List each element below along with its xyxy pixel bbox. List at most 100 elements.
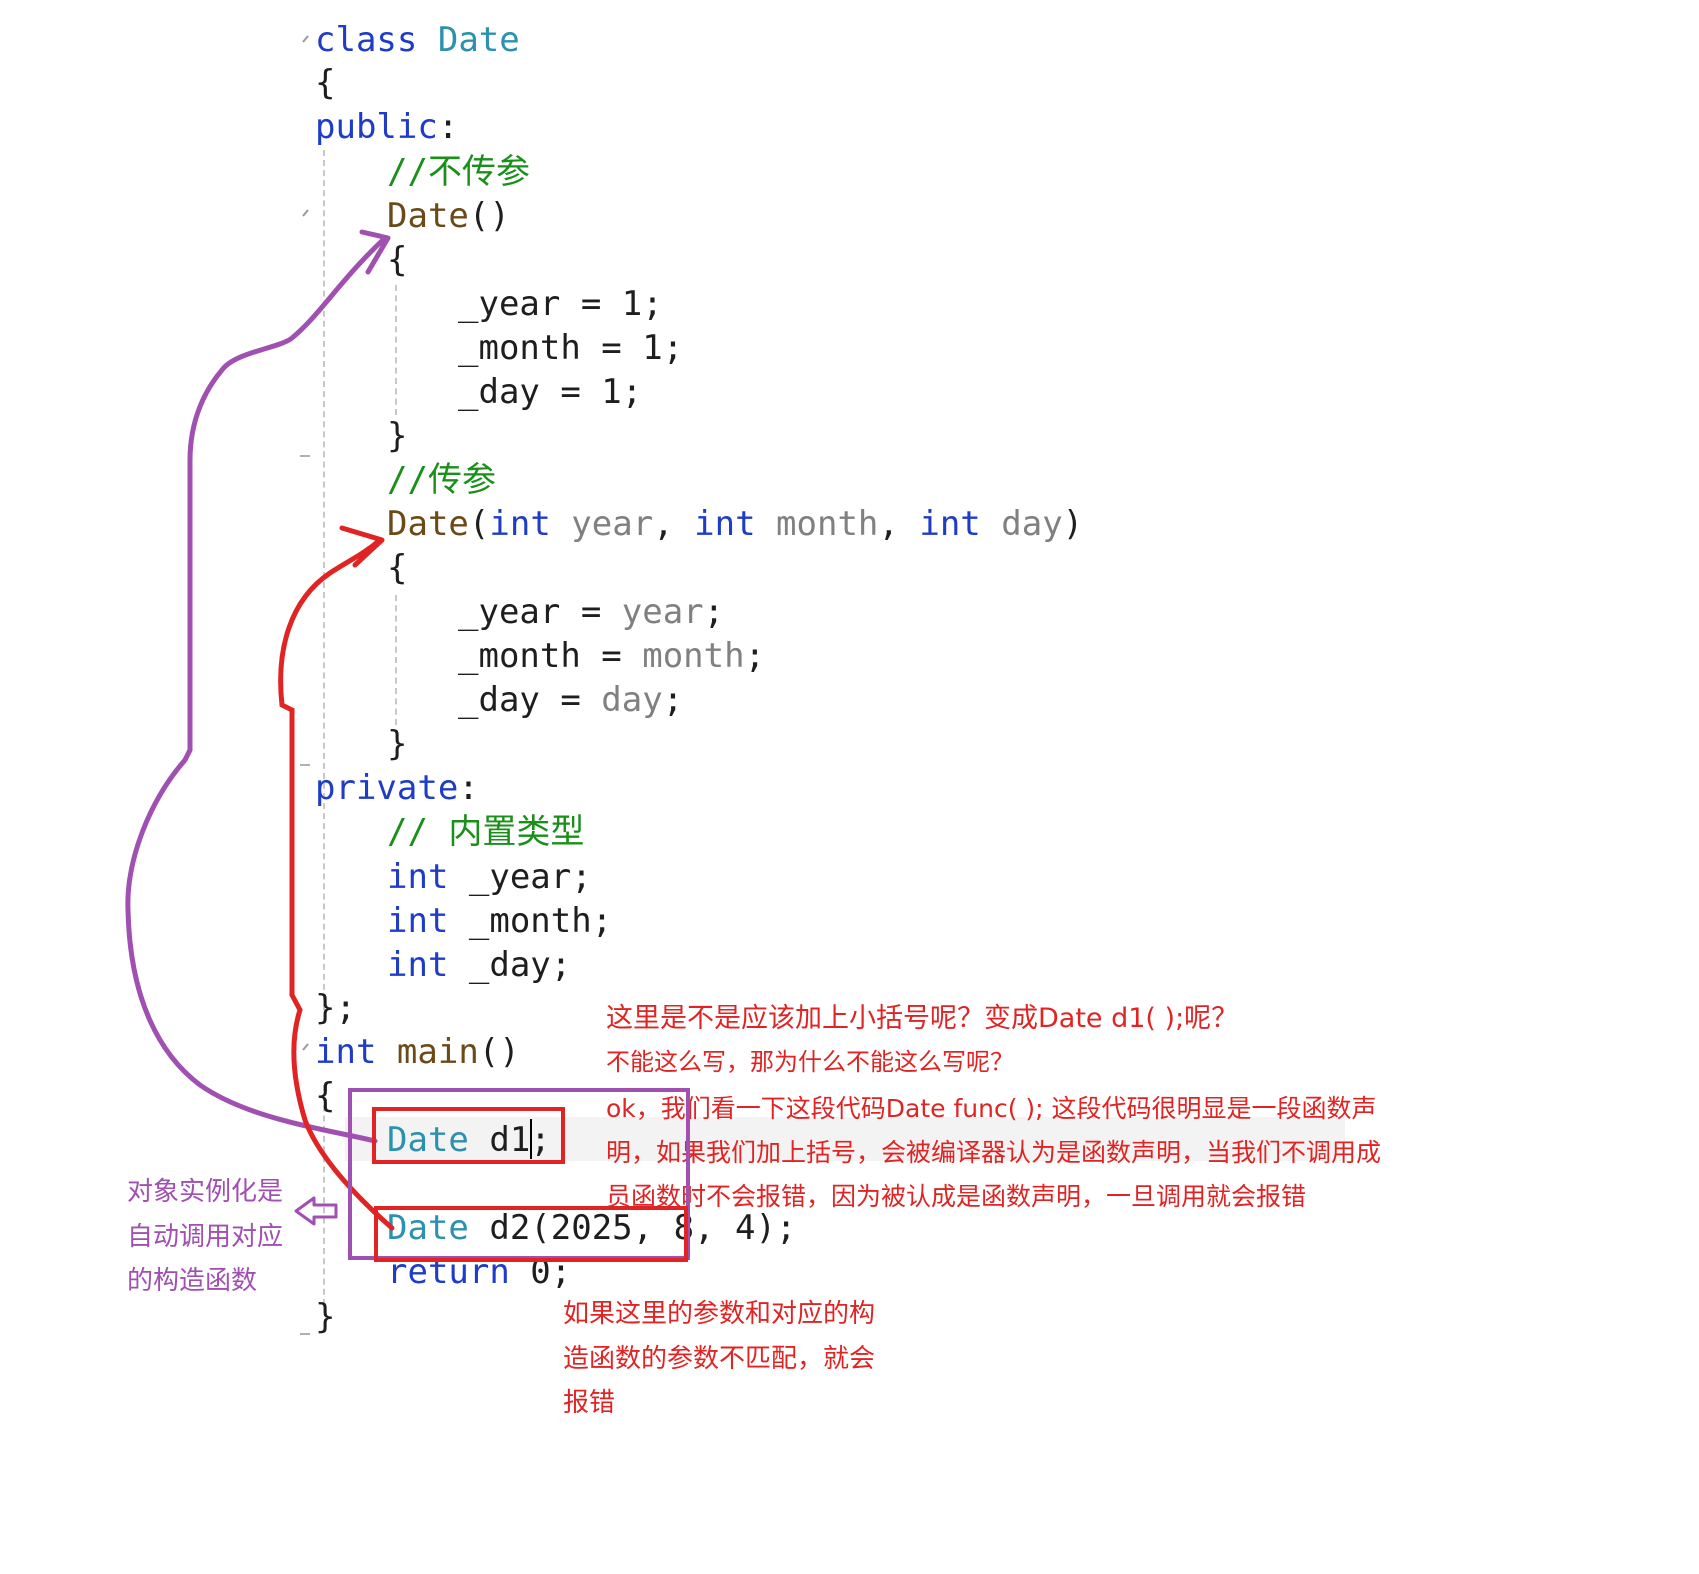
code-line[interactable]: }: [387, 416, 407, 456]
code-token: _year =: [458, 592, 622, 632]
code-token: {: [315, 63, 336, 103]
code-token: {: [387, 548, 408, 588]
fold-marker[interactable]: [300, 764, 310, 766]
code-token: (): [468, 196, 510, 236]
purple-arrow-curve: [125, 235, 388, 1144]
note-instantiate-2: 自动调用对应: [127, 1222, 284, 1252]
fold-marker[interactable]: [300, 1333, 310, 1335]
code-token: (): [478, 1032, 520, 1072]
code-token: year: [571, 504, 654, 544]
text-cursor: [530, 1119, 532, 1159]
code-token: _year = 1;: [458, 284, 663, 324]
fold-marker[interactable]: [300, 455, 310, 457]
code-token: private: [315, 768, 459, 808]
code-token: _month;: [448, 901, 613, 941]
code-token: d1;: [468, 1120, 551, 1160]
red-arrow-curve: [278, 537, 395, 1231]
code-line[interactable]: // 内置类型: [387, 812, 584, 852]
code-line[interactable]: Date(): [387, 196, 510, 236]
code-line[interactable]: Date d2(2025, 8, 4);: [387, 1208, 796, 1248]
code-line[interactable]: Date d1;: [387, 1120, 551, 1160]
note-instantiate-1: 对象实例化是: [127, 1177, 284, 1207]
code-line[interactable]: int _year;: [387, 857, 592, 897]
code-token: :: [437, 107, 459, 147]
code-token: }: [387, 724, 408, 764]
code-token: Date: [387, 504, 469, 544]
code-line[interactable]: int main(): [315, 1032, 520, 1072]
note-mismatch-3: 报错: [563, 1388, 616, 1418]
code-token: {: [315, 1076, 336, 1116]
code-token: int: [315, 1032, 377, 1072]
current-line-highlight: [345, 1117, 1345, 1161]
code-token: _month = 1;: [458, 328, 684, 368]
code-token: int: [387, 945, 449, 985]
code-line[interactable]: int _day;: [387, 945, 571, 985]
note-answer-3: 员函数时不会报错，因为被认成是函数声明，一旦调用就会报错: [606, 1182, 1307, 1211]
note-question-1: 这里是不是应该加上小括号呢？变成Date d1( );呢？: [606, 1003, 1239, 1034]
code-token: ,: [653, 504, 695, 544]
red-box-d2: [374, 1206, 688, 1262]
hollow-arrow-left-icon: [294, 1196, 338, 1226]
code-line[interactable]: class Date: [315, 20, 520, 60]
code-token: d2(2025, 8, 4);: [468, 1208, 797, 1248]
code-token: month: [776, 504, 879, 544]
code-token: _month =: [458, 636, 643, 676]
code-line[interactable]: {: [315, 63, 335, 103]
code-token: day: [601, 680, 663, 720]
red-box-d1: [372, 1107, 565, 1164]
code-token: month: [642, 636, 745, 676]
note-instantiate-3: 的构造函数: [127, 1266, 258, 1296]
code-line[interactable]: {: [387, 548, 407, 588]
code-line[interactable]: _year = year;: [458, 592, 724, 632]
code-token: int: [694, 504, 756, 544]
code-token: :: [458, 768, 479, 808]
indent-guide-ctor2: [395, 595, 397, 725]
code-token: {: [387, 240, 408, 280]
code-token: ;: [703, 592, 725, 632]
code-line[interactable]: }: [315, 1297, 335, 1337]
code-line[interactable]: _year = 1;: [458, 284, 663, 324]
note-answer-1: ok，我们看一下这段代码Date func( ); 这段代码很明显是一段函数声: [606, 1094, 1377, 1123]
code-line[interactable]: }: [387, 724, 407, 764]
fold-tick-icon: [302, 1043, 309, 1051]
code-line[interactable]: {: [315, 1076, 335, 1116]
code-token: Date: [387, 1208, 469, 1248]
code-token: //不传参: [387, 152, 530, 192]
indent-guide-ctor1: [395, 285, 397, 415]
code-line[interactable]: private:: [315, 768, 479, 808]
code-line[interactable]: int _month;: [387, 901, 612, 941]
code-token: int: [387, 857, 449, 897]
code-line[interactable]: _month = month;: [458, 636, 765, 676]
code-line[interactable]: //传参: [387, 460, 496, 500]
code-token: int: [387, 901, 449, 941]
code-token: int: [489, 504, 551, 544]
indent-guide-main: [323, 1085, 325, 1305]
code-token: //传参: [387, 460, 496, 500]
code-line[interactable]: {: [387, 240, 407, 280]
code-line[interactable]: Date(int year, int month, int day): [387, 504, 1083, 544]
note-mismatch-1: 如果这里的参数和对应的构: [563, 1299, 876, 1329]
code-token: // 内置类型: [387, 812, 585, 852]
code-token: year: [621, 592, 704, 632]
code-token: _day =: [458, 680, 602, 720]
fold-tick-icon: [302, 209, 309, 217]
code-token: int: [919, 504, 981, 544]
code-token: ): [1062, 504, 1084, 544]
code-token: _day = 1;: [458, 372, 643, 412]
code-token: (: [468, 504, 490, 544]
code-token: };: [315, 988, 356, 1028]
fold-tick-icon: [302, 35, 309, 43]
code-line[interactable]: _month = 1;: [458, 328, 683, 368]
code-line[interactable]: public:: [315, 107, 458, 147]
code-line[interactable]: };: [315, 988, 356, 1028]
code-line[interactable]: _day = day;: [458, 680, 683, 720]
code-token: ,: [878, 504, 920, 544]
code-line[interactable]: _day = 1;: [458, 372, 642, 412]
note-answer-2: 明，如果我们加上括号，会被编译器认为是函数声明，当我们不调用成: [606, 1138, 1382, 1167]
note-question-2: 不能这么写，那为什么不能这么写呢？: [606, 1048, 1014, 1076]
code-token: _day;: [448, 945, 572, 985]
purple-arrowhead: [359, 229, 391, 275]
code-token: }: [387, 416, 408, 456]
code-line[interactable]: //不传参: [387, 152, 530, 192]
